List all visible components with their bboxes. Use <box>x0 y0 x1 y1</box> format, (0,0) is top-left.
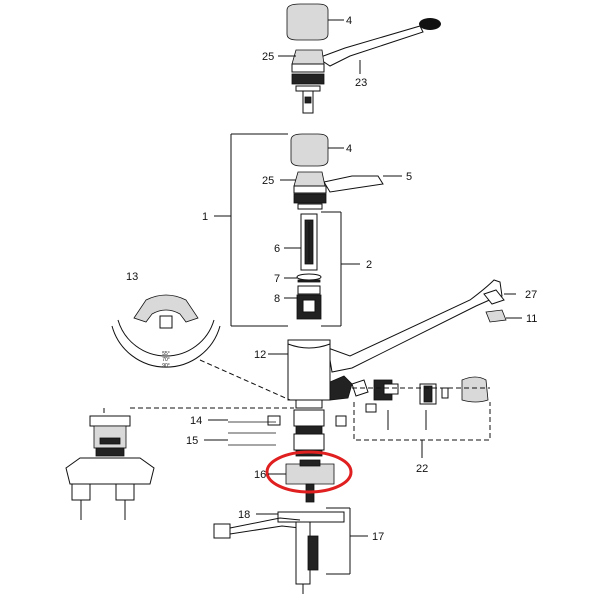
cartridge-head-middle <box>293 171 327 210</box>
bracket-group-2 <box>321 211 342 327</box>
spindle-part <box>300 213 318 271</box>
bracket-group-1 <box>230 133 288 327</box>
fixing-ring-part <box>285 459 335 503</box>
lever-angle-detail: 55° 70° 90° <box>111 294 221 369</box>
cartridge-head-top <box>291 49 325 114</box>
callout-22: 22 <box>416 463 428 475</box>
callout-15: 15 <box>186 435 198 447</box>
callout-14: 14 <box>190 415 202 427</box>
angle-55-label: 55° <box>162 351 170 357</box>
small-screw-part <box>267 415 347 427</box>
callout-16: 16 <box>254 469 266 481</box>
callout-27: 27 <box>525 289 537 301</box>
cap-part-middle <box>290 133 329 167</box>
callout-labels: 4 25 23 4 25 5 1 6 2 7 8 13 27 11 12 14 … <box>126 15 537 543</box>
o-rings-group <box>228 421 276 446</box>
mounting-base-detail <box>65 415 155 520</box>
body-stack <box>293 409 325 457</box>
cap-part-top <box>286 3 329 41</box>
callout-25-top: 25 <box>262 51 274 63</box>
short-lever-handle <box>323 175 384 193</box>
angle-90-label: 90° <box>162 363 170 369</box>
callout-4-top: 4 <box>346 15 352 27</box>
callout-17: 17 <box>372 531 384 543</box>
bracket-group-17 <box>326 507 351 575</box>
angle-70-label: 70° <box>162 357 170 363</box>
callout-2: 2 <box>366 259 372 271</box>
callout-23: 23 <box>355 77 367 89</box>
callout-12: 12 <box>254 349 266 361</box>
callout-5: 5 <box>406 171 412 183</box>
callout-8: 8 <box>274 293 280 305</box>
callout-6: 6 <box>274 243 280 255</box>
callout-1: 1 <box>202 211 208 223</box>
callout-25-middle: 25 <box>262 175 274 187</box>
callout-7: 7 <box>274 273 280 285</box>
callout-18: 18 <box>238 509 250 521</box>
leader-lines <box>204 19 522 537</box>
callout-13: 13 <box>126 271 138 283</box>
callout-4-middle: 4 <box>346 143 352 155</box>
aerator-parts <box>483 289 507 323</box>
long-lever-handle <box>316 18 441 67</box>
mounting-hardware <box>213 511 345 594</box>
valve-insert-part <box>296 285 322 320</box>
faucet-body <box>287 279 503 409</box>
highlight-circle <box>265 450 353 494</box>
side-lever-parts <box>351 376 489 430</box>
callout-11: 11 <box>526 313 537 325</box>
o-ring-part <box>296 273 322 283</box>
